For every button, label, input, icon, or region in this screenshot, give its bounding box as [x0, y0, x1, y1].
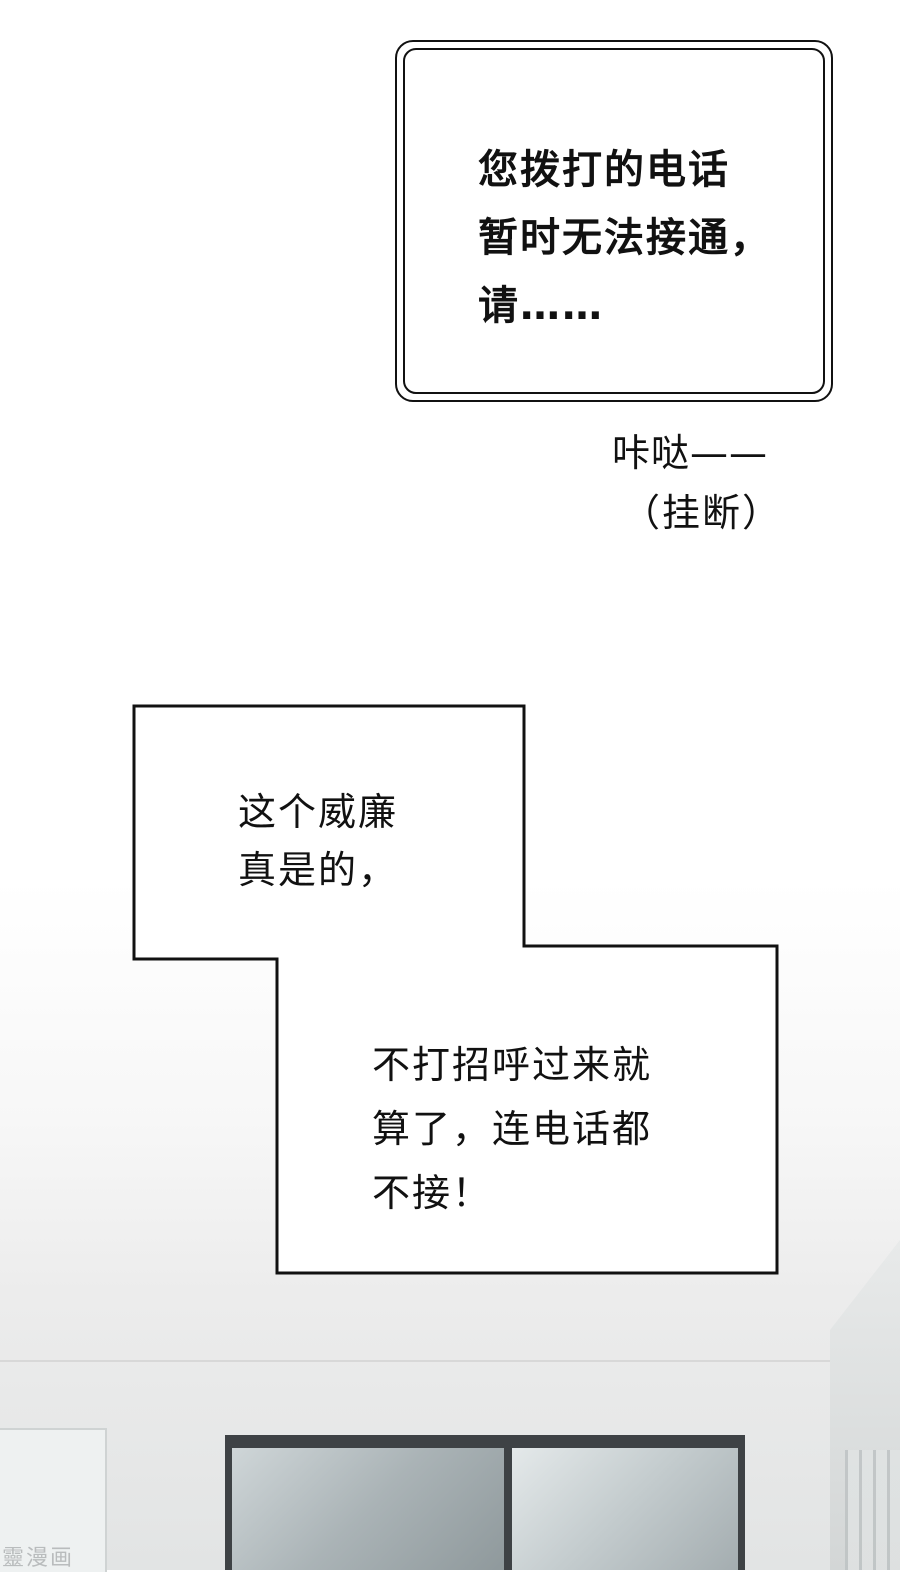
room-right-shelf	[845, 1450, 900, 1570]
caption-text-upper: 这个威廉 真是的，	[238, 790, 399, 892]
room-window-pane-left	[232, 1448, 504, 1570]
phone-message-text: 您拨打的电话 暂时无法接通， 请……	[478, 147, 772, 329]
ceiling-line	[0, 1360, 900, 1362]
sound-effect-note: （挂断）	[622, 491, 783, 535]
phone-message-box-inner-border	[403, 48, 825, 394]
room-left-cabinet	[0, 1428, 107, 1572]
caption-text-lower: 不打招呼过来就 算了，连电话都 不接！	[372, 1043, 653, 1215]
room-window-pane-right	[512, 1448, 738, 1570]
watermark: 靈漫画	[2, 1546, 75, 1571]
phone-message-box	[395, 40, 833, 402]
sound-effect-text: 咔哒——	[612, 431, 769, 475]
